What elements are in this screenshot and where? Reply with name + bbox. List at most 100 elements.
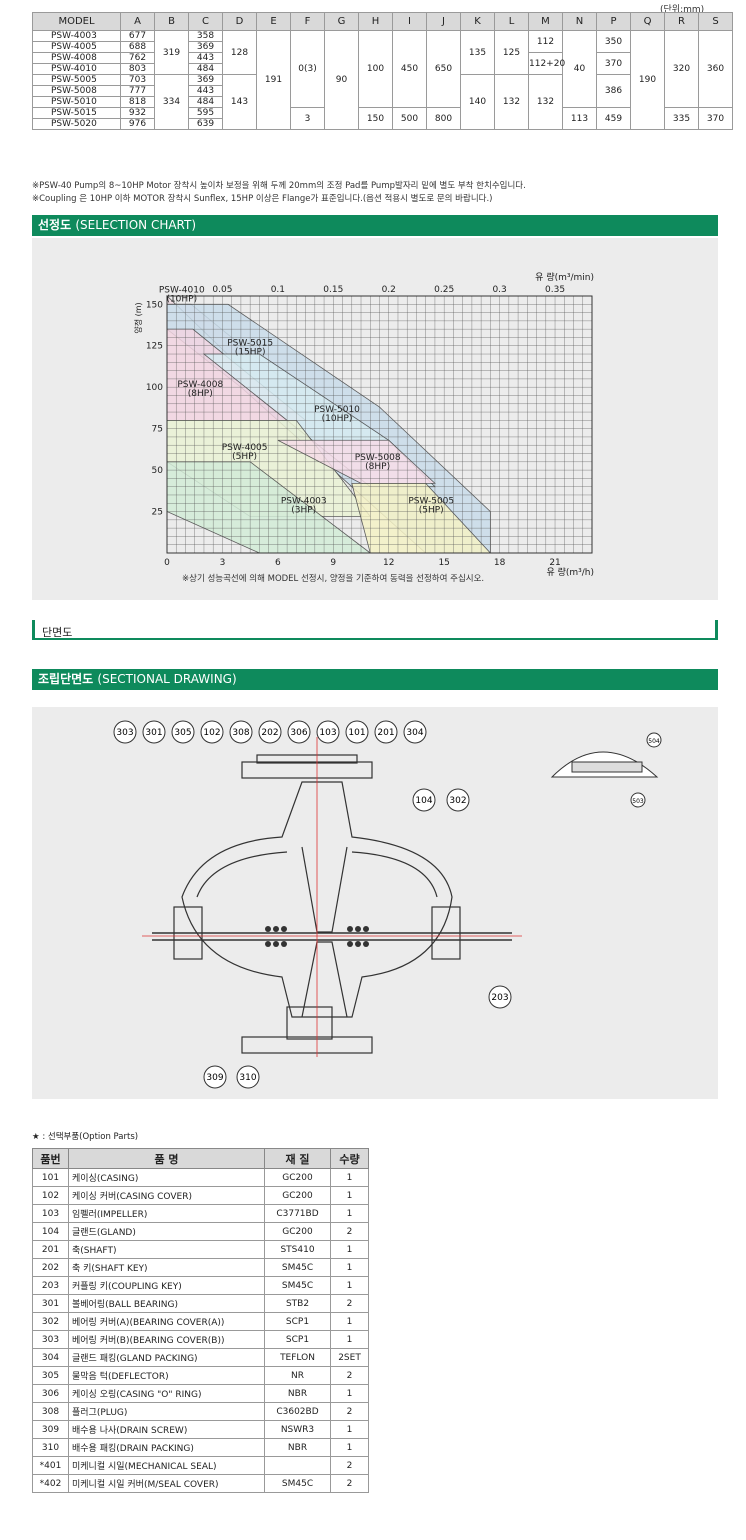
chart-footnote: ※상기 성능곡선에 의해 MODEL 선정시, 양정을 기준하여 동력을 선정하… [182, 573, 484, 584]
unit-label: (단위:mm) [660, 5, 705, 15]
part-name: 축(SHAFT) [68, 1240, 265, 1259]
series-label: PSW-4008 [177, 380, 223, 390]
cell-h: 150 [358, 107, 393, 130]
quantity: 2 [330, 1474, 369, 1493]
column-header: S [698, 12, 733, 31]
model-cell: PSW-5005 [32, 74, 121, 86]
callout-label: 102 [203, 728, 220, 738]
model-cell: PSW-4008 [32, 52, 121, 64]
x-tick-label: 3 [220, 558, 226, 568]
cell-m: 112+20 [528, 52, 565, 75]
quantity: 1 [330, 1420, 369, 1439]
model-cell: PSW-5020 [32, 118, 121, 130]
callout-circle [113, 720, 137, 744]
x-top-axis-label: 유 량(m³/min) [535, 271, 594, 283]
x-top-tick-label: 0.35 [545, 285, 565, 295]
part-no: 301 [32, 1294, 69, 1313]
cell-k: 140 [460, 74, 495, 130]
x-tick-label: 18 [494, 558, 506, 568]
callout-circle [200, 720, 224, 744]
part-no: 202 [32, 1258, 69, 1277]
column-header: I [392, 12, 427, 31]
part-no: 303 [32, 1330, 69, 1349]
part-no: 103 [32, 1204, 69, 1223]
quantity: 1 [330, 1276, 369, 1295]
cell-p: 386 [596, 74, 631, 108]
cell-p: 350 [596, 30, 631, 53]
cell-h: 100 [358, 30, 393, 108]
column-header: G [324, 12, 359, 31]
series-label: PSW-4005 [222, 443, 268, 453]
cell-b: 319 [154, 30, 189, 75]
series-label: PSW-4010 [159, 286, 205, 296]
column-header: P [596, 12, 631, 31]
material: SM45C [264, 1276, 331, 1295]
cell-a: 818 [120, 96, 155, 108]
casing-outline [181, 781, 453, 1018]
x-tick-label: 12 [383, 558, 394, 568]
material [264, 1456, 331, 1475]
series-sub-label: (5HP) [232, 452, 257, 462]
part-no: 104 [32, 1222, 69, 1241]
callout-label: 301 [145, 728, 162, 738]
cell-k: 135 [460, 30, 495, 75]
column-header: H [358, 12, 393, 31]
x-top-tick-label: 0.1 [271, 285, 285, 295]
cell-j: 800 [426, 107, 461, 130]
series-sub-label: (10HP) [322, 414, 353, 424]
cell-c: 595 [188, 107, 223, 119]
column-header: K [460, 12, 495, 31]
material: STS410 [264, 1240, 331, 1259]
material: SCP1 [264, 1312, 331, 1331]
quantity: 2 [330, 1456, 369, 1475]
cell-f: 0(3) [290, 30, 325, 108]
section-view-title: 단면도 [42, 626, 73, 639]
x-tick-label: 21 [549, 558, 560, 568]
callout-circle [374, 720, 398, 744]
column-header: R [664, 12, 699, 31]
series-label: PSW-5005 [408, 496, 454, 506]
cell-a: 677 [120, 30, 155, 42]
part-name: 배수용 패킹(DRAIN PACKING) [68, 1438, 265, 1457]
callout-label: 103 [319, 728, 336, 738]
seal-detail [550, 751, 659, 778]
callout-circle [316, 720, 340, 744]
column-header: B [154, 12, 189, 31]
model-cell: PSW-4003 [32, 30, 121, 42]
part-name: 축 키(SHAFT KEY) [68, 1258, 265, 1277]
callout-label: 302 [449, 796, 466, 806]
material: SM45C [264, 1474, 331, 1493]
callout-label: 308 [232, 728, 249, 738]
model-cell: PSW-4005 [32, 41, 121, 53]
callout-circle [203, 1065, 227, 1089]
callout-circle [171, 720, 195, 744]
material: SM45C [264, 1258, 331, 1277]
part-no: 302 [32, 1312, 69, 1331]
cell-l: 132 [494, 74, 529, 130]
cell-n: 113 [562, 107, 597, 130]
material: GC200 [264, 1222, 331, 1241]
quantity: 1 [330, 1258, 369, 1277]
quantity: 1 [330, 1384, 369, 1403]
column-header: 품번 [32, 1148, 69, 1169]
cell-a: 803 [120, 63, 155, 75]
material: TEFLON [264, 1348, 331, 1367]
cell-r: 335 [664, 107, 699, 130]
part-name: 글랜드(GLAND) [68, 1222, 265, 1241]
cell-a: 703 [120, 74, 155, 86]
part-name: 케이싱 커버(CASING COVER) [68, 1186, 265, 1205]
callout-circle [229, 720, 253, 744]
column-header: L [494, 12, 529, 31]
quantity: 1 [330, 1168, 369, 1187]
column-header: F [290, 12, 325, 31]
cell-j: 650 [426, 30, 461, 108]
material: NSWR3 [264, 1420, 331, 1439]
cell-b: 334 [154, 74, 189, 130]
part-no: 305 [32, 1366, 69, 1385]
callout-circle [258, 720, 282, 744]
